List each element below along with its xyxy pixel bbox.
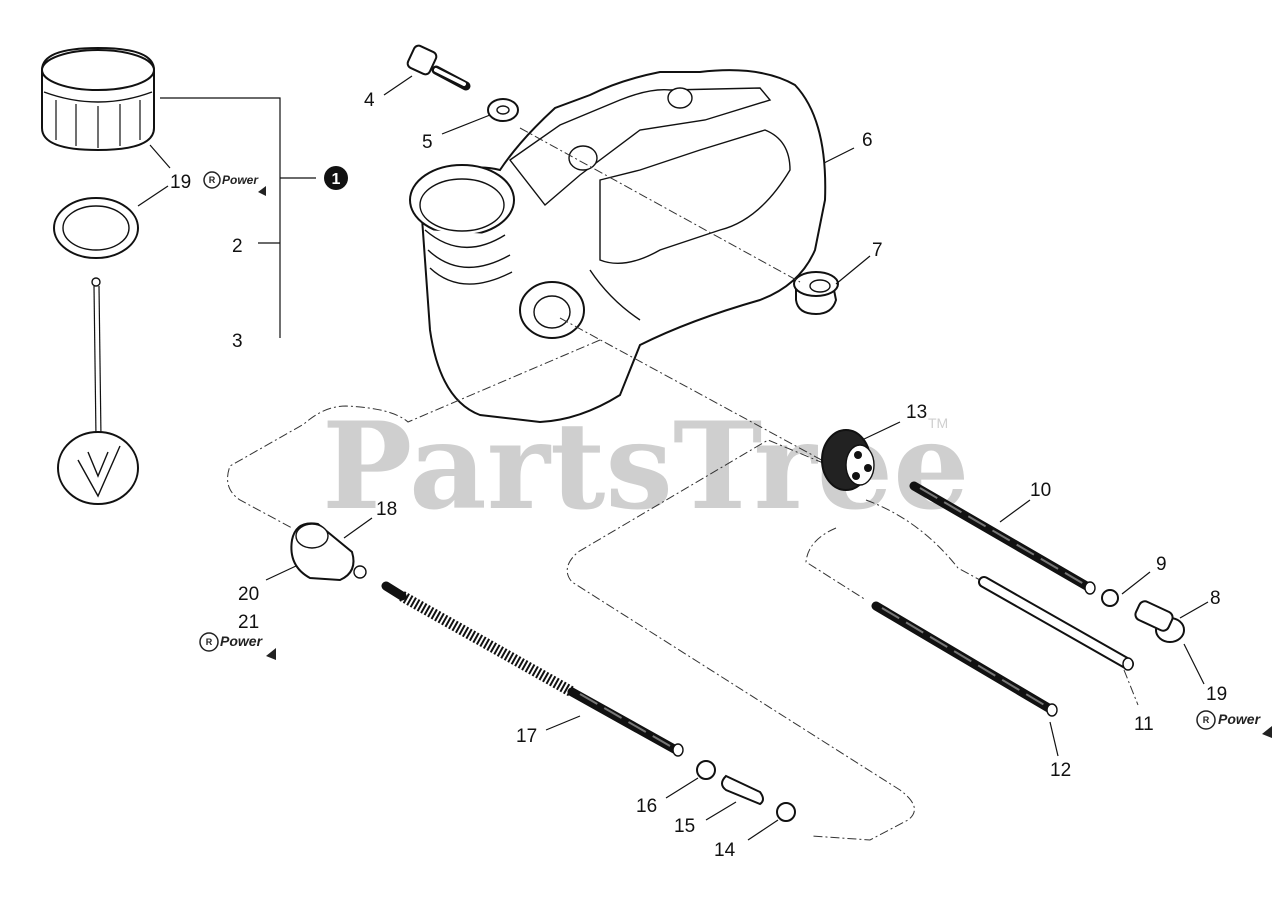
callout-20: 20 (238, 584, 259, 605)
power-badge-valve[interactable]: R Power (1196, 710, 1272, 738)
power-badge-text: Power (1218, 711, 1262, 727)
callout-7: 7 (872, 240, 883, 261)
callout-14: 14 (714, 840, 736, 861)
kit-number: 1 (332, 171, 341, 188)
cap-retainer[interactable] (57, 277, 139, 505)
fuel-hose-spring[interactable] (381, 581, 684, 757)
check-valve[interactable] (1133, 599, 1185, 643)
fitting[interactable] (721, 774, 764, 806)
callout-18: 18 (376, 499, 397, 520)
callout-8: 8 (1210, 588, 1221, 609)
callout-21: 21 (238, 612, 259, 633)
fuel-cap[interactable] (41, 46, 155, 152)
callout-15: 15 (674, 816, 695, 837)
grommet[interactable] (793, 271, 839, 316)
power-badge-filter[interactable]: R Power (199, 632, 276, 660)
power-badge-logo: R (206, 637, 213, 647)
callout-11: 11 (1134, 714, 1154, 735)
washer[interactable] (487, 98, 519, 122)
kit-bracket (137, 97, 316, 338)
fuel-filter[interactable] (290, 522, 367, 582)
o-ring-14[interactable] (776, 802, 796, 822)
fuel-tank[interactable] (409, 69, 827, 424)
assembly-lines (227, 127, 1139, 841)
fuel-tube-upper[interactable] (909, 481, 1096, 595)
power-badge-text: Power (220, 633, 264, 649)
kit-badge[interactable]: 1 (324, 166, 348, 190)
callout-5: 5 (422, 132, 433, 153)
fuel-tube-lower[interactable] (871, 601, 1058, 717)
callout-3: 3 (232, 331, 243, 352)
watermark-tm: TM (928, 415, 948, 431)
callout-2: 2 (232, 236, 243, 257)
o-ring-upper[interactable] (1101, 589, 1119, 607)
leader-lines (265, 75, 1209, 841)
screw[interactable] (406, 44, 471, 91)
callout-labels: 4 5 6 7 19 2 3 13 10 18 20 21 9 8 19 11 … (170, 90, 1227, 861)
power-badge-logo: R (209, 175, 216, 185)
vent-tube[interactable] (978, 576, 1134, 671)
callout-17: 17 (516, 726, 537, 747)
callout-16: 16 (636, 796, 657, 817)
callout-19-cap: 19 (170, 172, 191, 193)
power-badge-logo: R (1203, 715, 1210, 725)
power-badge-cap[interactable]: R Power (203, 171, 266, 196)
o-ring-16[interactable] (696, 760, 716, 780)
callout-4: 4 (364, 90, 375, 111)
callout-9: 9 (1156, 554, 1167, 575)
callout-10: 10 (1030, 480, 1051, 501)
power-badge-text: Power (222, 173, 259, 187)
fuel-line-grommet[interactable] (821, 429, 875, 491)
callout-13: 13 (906, 402, 927, 423)
callout-19-valve: 19 (1206, 684, 1227, 705)
callout-6: 6 (862, 130, 873, 151)
callout-12: 12 (1050, 760, 1071, 781)
cap-gasket[interactable] (53, 197, 139, 259)
